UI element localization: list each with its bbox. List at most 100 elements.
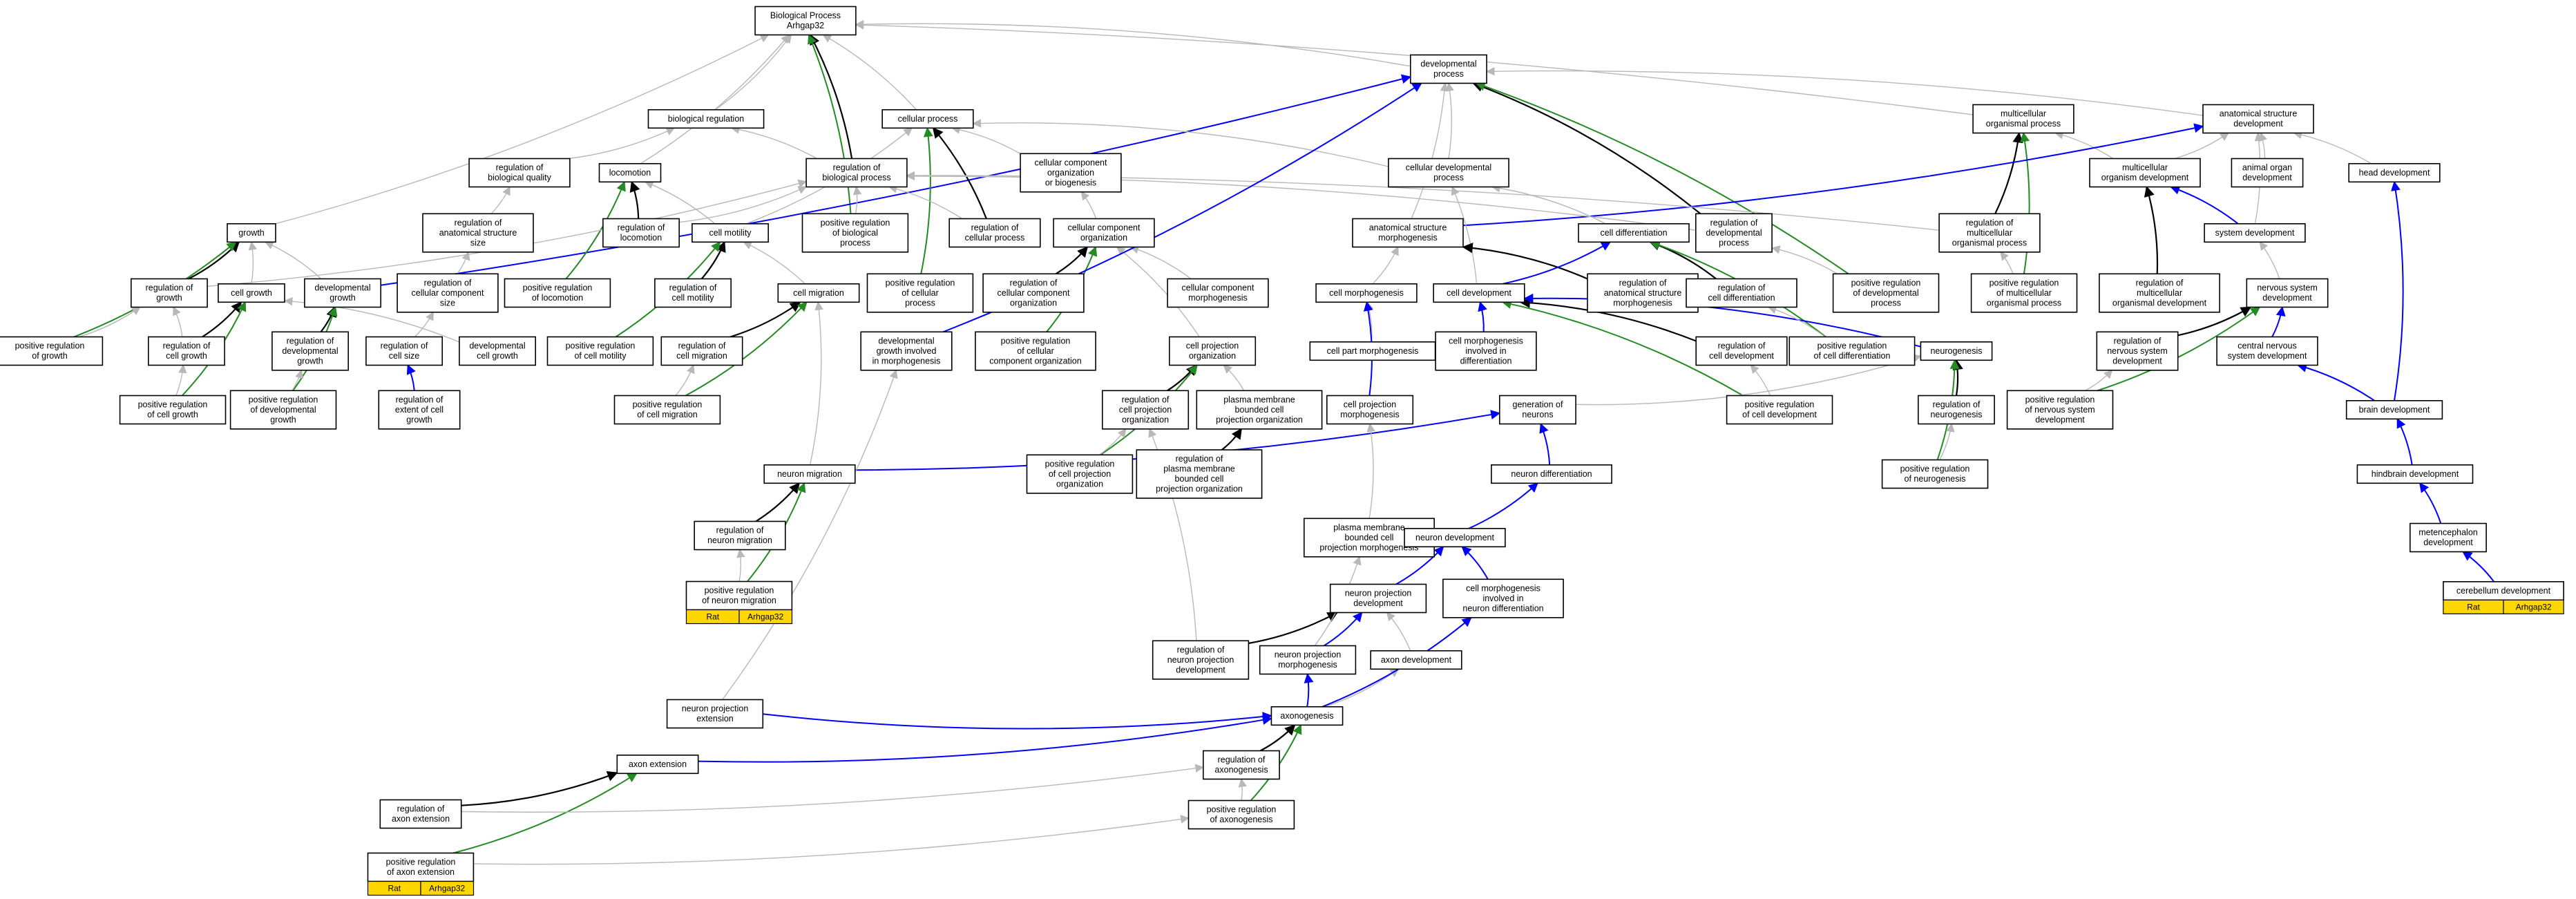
go-term-node-cell-growth[interactable]: cell growth <box>218 283 285 303</box>
edge-cns_dev-to-nervous_sys_dev <box>2271 306 2286 337</box>
go-term-node-neuron-dev[interactable]: neuron development <box>1404 527 1506 548</box>
go-term-node-neuron-migration[interactable]: neuron migration <box>763 464 856 484</box>
go-term-node-head-dev[interactable]: head development <box>2348 163 2441 183</box>
go-term-node-cell-morph[interactable]: cell morphogenesis <box>1315 283 1418 303</box>
go-term-node-axon-dev[interactable]: axon development <box>1370 650 1462 670</box>
go-term-node-axon-ext[interactable]: axon extension <box>616 755 699 775</box>
go-term-node-locomotion[interactable]: locomotion <box>598 163 662 183</box>
go-term-node-cell-motility[interactable]: cell motility <box>691 223 770 243</box>
go-term-node-neuron-diff[interactable]: neuron differentiation <box>1491 464 1612 484</box>
go-term-node-cell-proc[interactable]: cellular process <box>881 109 974 129</box>
go-term-node-cell-diff[interactable]: cell differentiation <box>1578 223 1690 243</box>
node-label-line: developmental <box>469 341 525 351</box>
edge-reg_neurogenesis-to-neurogenesis <box>1952 359 1963 396</box>
go-term-node-brain-dev[interactable]: brain development <box>2345 399 2443 420</box>
node-label-line: growth <box>297 356 323 366</box>
go-term-node-system-dev[interactable]: system development <box>2204 223 2306 243</box>
go-term-node-cell-dev[interactable]: cell development <box>1433 283 1525 303</box>
go-term-node-neurogenesis[interactable]: neurogenesis <box>1920 341 1993 361</box>
go-term-node-hindbrain-dev[interactable]: hindbrain development <box>2356 464 2474 484</box>
go-term-node-cell-migration[interactable]: cell migration <box>777 283 860 303</box>
go-term-node-growth[interactable]: growth <box>227 223 276 243</box>
go-term-node-axonogenesis[interactable]: axonogenesis <box>1270 706 1344 726</box>
go-term-node-cell-part-morph[interactable]: cell part morphogenesis <box>1309 341 1436 361</box>
go-term-node-bio-reg[interactable]: biological regulation <box>647 109 765 129</box>
